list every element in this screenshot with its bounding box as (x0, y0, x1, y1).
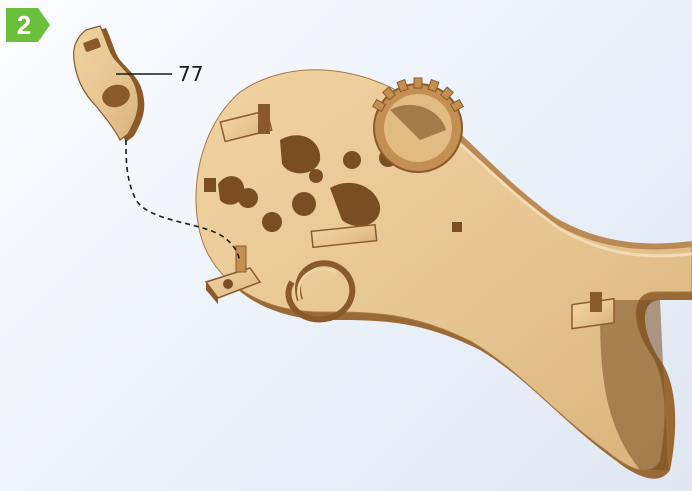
gear-wheel (373, 78, 464, 172)
step-badge: 2 (6, 8, 50, 42)
part-number-label: 77 (178, 62, 203, 86)
step-number: 2 (6, 8, 42, 42)
wooden-part-77 (74, 26, 145, 142)
